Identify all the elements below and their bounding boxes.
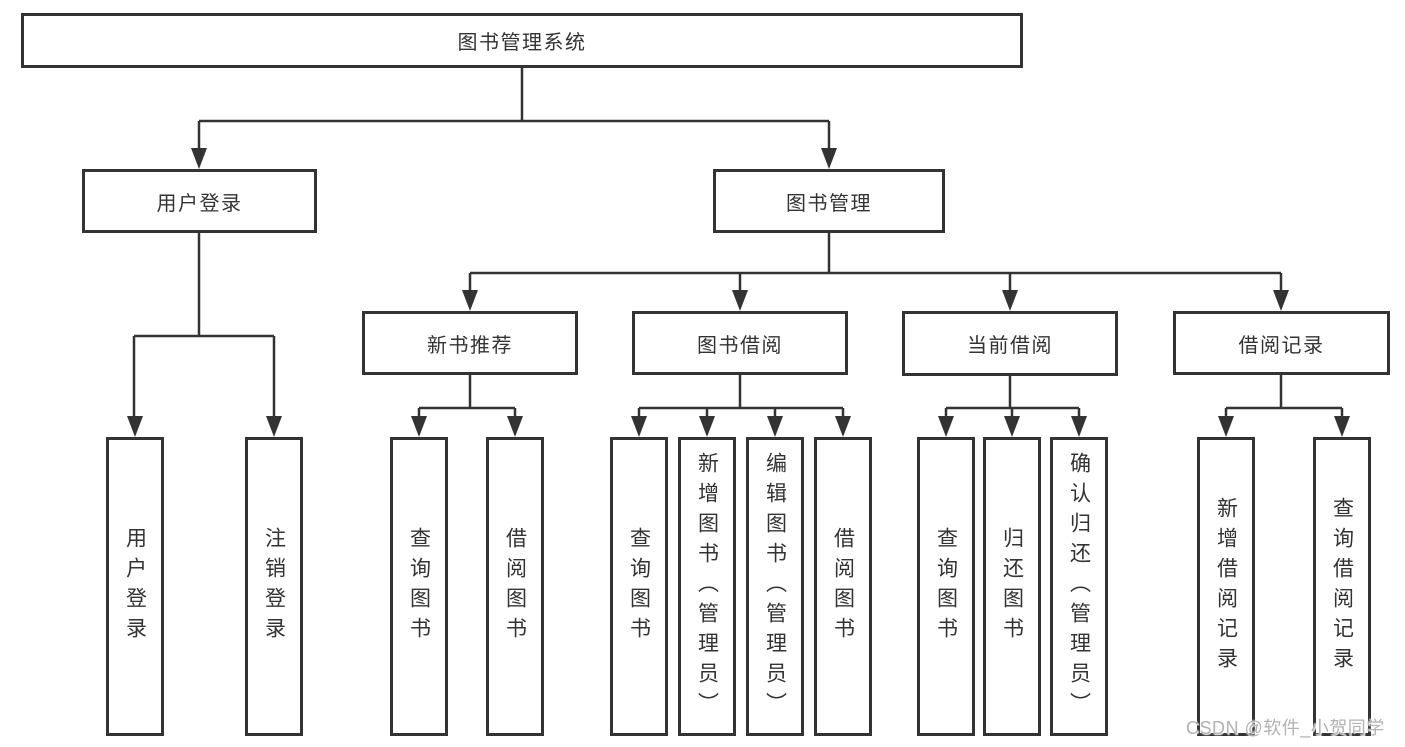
leaf-label: 查询图书	[627, 526, 651, 647]
arrowhead-icon	[699, 416, 715, 437]
leaf-borrow-books-2: 借阅图书	[814, 437, 872, 736]
node-system-root: 图书管理系统	[21, 13, 1023, 68]
arrowhead-icon	[127, 416, 143, 437]
leaf-label: 新增借阅记录	[1214, 496, 1238, 677]
leaf-return-books: 归还图书	[983, 437, 1041, 736]
leaf-label: 查询图书	[407, 526, 431, 647]
arrowhead-icon	[411, 416, 427, 437]
arrowhead-icon	[1218, 416, 1234, 437]
leaf-label: 确认归还（管理员）	[1067, 451, 1091, 722]
arrowhead-icon	[631, 416, 647, 437]
leaf-label: 查询借阅记录	[1330, 496, 1354, 677]
arrowhead-icon	[767, 416, 783, 437]
leaf-label: 借阅图书	[831, 526, 855, 647]
node-label: 当前借阅	[967, 335, 1053, 357]
arrowhead-icon	[1334, 416, 1350, 437]
leaf-add-borrow-record: 新增借阅记录	[1197, 437, 1255, 736]
leaf-user-login: 用户登录	[106, 437, 164, 736]
leaf-query-books-1: 查询图书	[390, 437, 448, 736]
node-user-login: 用户登录	[82, 169, 317, 233]
arrowhead-icon	[938, 416, 954, 437]
leaf-label: 用户登录	[123, 526, 147, 647]
node-label: 图书借阅	[697, 334, 783, 357]
leaf-query-borrow-record: 查询借阅记录	[1313, 437, 1371, 736]
node-label: 新书推荐	[427, 334, 513, 357]
arrowhead-icon	[507, 416, 523, 437]
node-label: 借阅记录	[1238, 334, 1325, 357]
leaf-add-books-admin: 新增图书（管理员）	[678, 437, 736, 736]
leaf-label: 查询图书	[934, 526, 958, 647]
arrowhead-icon	[732, 290, 748, 311]
leaf-label: 新增图书（管理员）	[695, 451, 719, 722]
node-book-borrowing: 图书借阅	[632, 311, 848, 375]
node-label: 图书管理系统	[457, 32, 587, 54]
arrowhead-icon	[821, 148, 837, 169]
leaf-label: 编辑图书（管理员）	[763, 451, 787, 722]
leaf-query-books-3: 查询图书	[917, 437, 975, 736]
leaf-logout: 注销登录	[245, 437, 303, 736]
node-label: 用户登录	[156, 192, 243, 215]
arrowhead-icon	[1273, 290, 1289, 311]
arrowhead-icon	[266, 416, 282, 437]
leaf-label: 归还图书	[1000, 526, 1024, 647]
arrowhead-icon	[1071, 416, 1087, 437]
arrowhead-icon	[1004, 416, 1020, 437]
node-borrowing-records: 借阅记录	[1173, 311, 1390, 375]
node-new-book-recommend: 新书推荐	[362, 311, 578, 375]
node-label: 图书管理	[786, 192, 872, 215]
arrowhead-icon	[1002, 290, 1018, 311]
leaf-edit-books-admin: 编辑图书（管理员）	[746, 437, 804, 736]
leaf-query-books-2: 查询图书	[610, 437, 668, 736]
leaf-borrow-books-1: 借阅图书	[486, 437, 544, 736]
arrowhead-icon	[835, 416, 851, 437]
arrowhead-icon	[462, 290, 478, 311]
arrowhead-icon	[191, 148, 207, 169]
leaf-label: 注销登录	[262, 526, 286, 647]
csdn-watermark: CSDN @软件_小贺同学	[1186, 718, 1385, 738]
node-book-management: 图书管理	[713, 169, 945, 233]
node-current-borrowing: 当前借阅	[902, 311, 1118, 376]
leaf-label: 借阅图书	[503, 526, 527, 647]
leaf-confirm-return-admin: 确认归还（管理员）	[1050, 437, 1108, 736]
